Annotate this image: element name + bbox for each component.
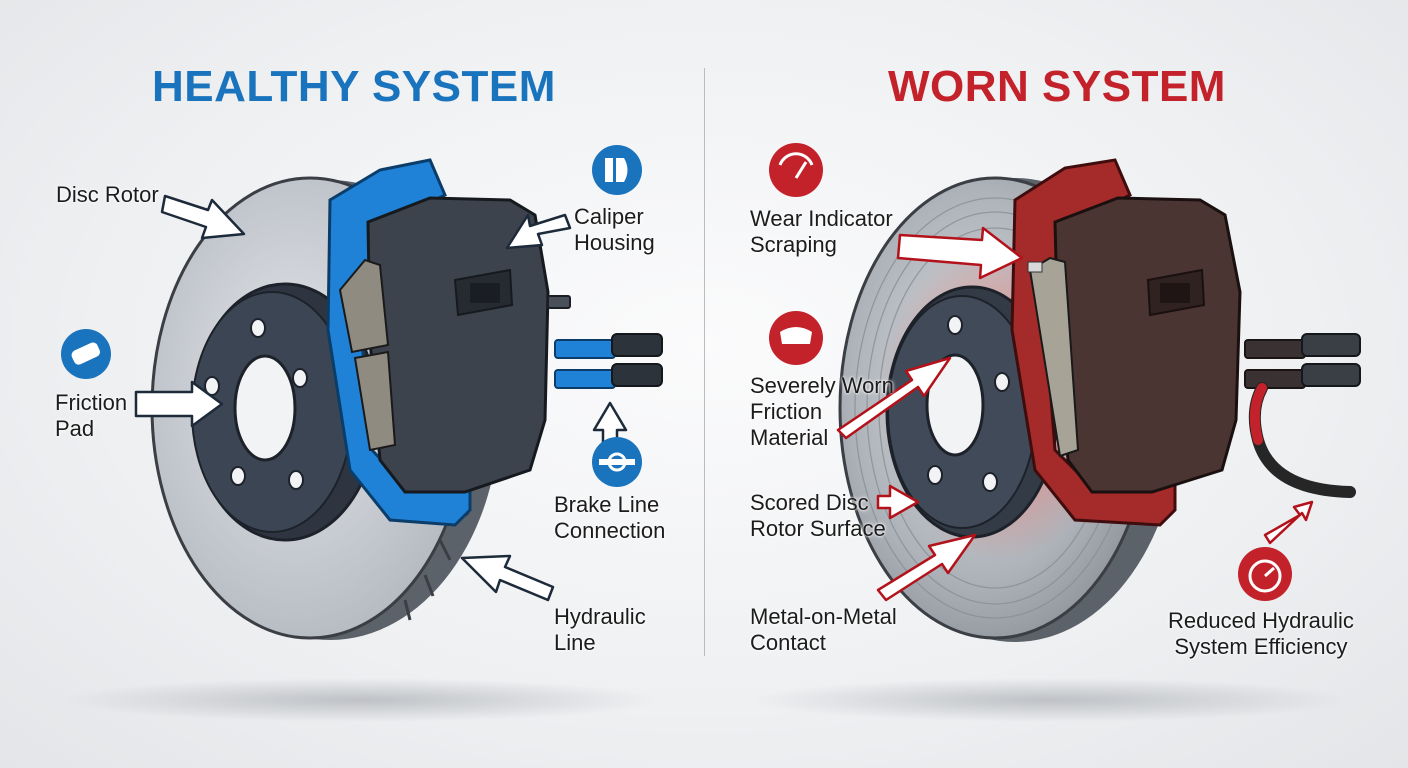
label-wear-indicator-scraping: Wear Indicator Scraping [750, 206, 893, 257]
label-hydraulic-line: Hydraulic Line [554, 604, 646, 655]
healthy-brake-lines [554, 333, 663, 389]
worn-pad-icon [769, 311, 823, 365]
label-severely-worn-friction: Severely Worn Friction Material [750, 373, 894, 450]
label-friction-pad: Friction Pad [55, 390, 128, 441]
hydraulic-efficiency-arrow [1263, 500, 1314, 545]
hydraulic-line-arrow [460, 554, 555, 602]
scored-rotor-arrow [876, 484, 920, 520]
label-scored-disc-rotor: Scored Disc Rotor Surface [750, 490, 886, 541]
worn-brake-assembly [838, 158, 1361, 642]
worn-brake-lines [1244, 333, 1361, 498]
worn-caliper-housing [1053, 196, 1242, 494]
caliper-housing-arrow [505, 213, 572, 250]
wear-indicator-arrow [896, 226, 1024, 280]
healthy-brake-assembly [150, 158, 663, 640]
label-caliper-housing: Caliper Housing [574, 204, 655, 255]
healthy-system-title: HEALTHY SYSTEM [152, 62, 556, 111]
worn-system-title: WORN SYSTEM [888, 62, 1226, 111]
worn-friction-pad [1028, 256, 1080, 458]
worn-friction-arrow [836, 356, 952, 440]
healthy-friction-pad [338, 258, 390, 354]
caliper-icon [592, 145, 642, 195]
wear-gauge-icon [769, 143, 823, 197]
label-metal-on-metal: Metal-on-Metal Contact [750, 604, 897, 655]
healthy-ground-shadow [60, 678, 660, 722]
worn-ground-shadow [750, 678, 1350, 722]
panel-divider [704, 68, 705, 656]
label-disc-rotor: Disc Rotor [56, 182, 159, 207]
brake-line-icon [592, 437, 642, 487]
pressure-gauge-icon [1238, 547, 1292, 601]
label-brake-line-connection: Brake Line Connection [554, 492, 666, 543]
disc-rotor-arrow [160, 194, 246, 240]
friction-pad-arrow [134, 380, 224, 428]
brake-pad-icon [61, 329, 111, 379]
label-reduced-hydraulic-efficiency: Reduced Hydraulic System Efficiency [1168, 608, 1354, 659]
metal-contact-arrow [876, 533, 977, 602]
